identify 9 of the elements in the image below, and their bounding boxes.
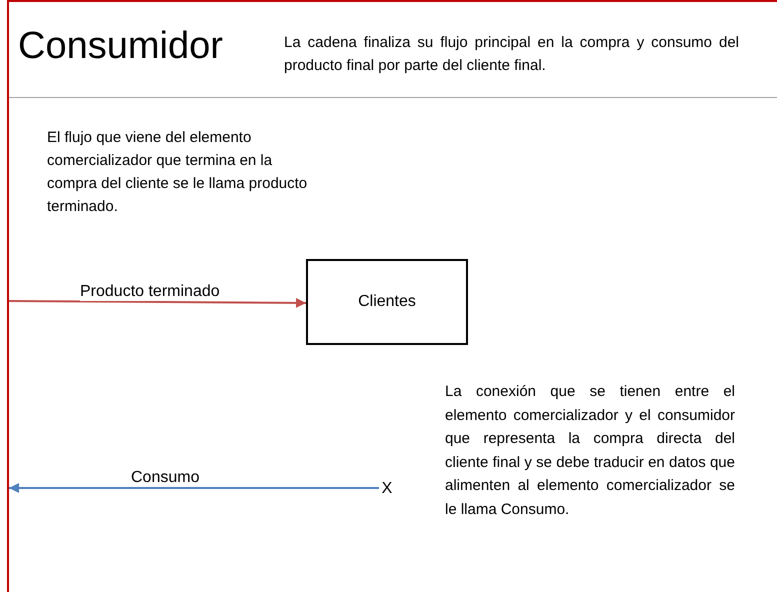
note-text: La conexión que se tienen entre el elemento comercializador y el consumidor que representa la compra directa del cliente final y se debe traducir en datos que alimenten al elemento comercializador se le llama Consumo. bbox=[445, 382, 735, 520]
title: Consumidor bbox=[18, 24, 223, 69]
end-mark: X bbox=[379, 478, 395, 500]
arrow bbox=[9, 483, 379, 493]
arrow bbox=[9, 298, 306, 308]
intro-text: La cadena finaliza su flujo principal en la compra y consumo del producto final por parte del cliente final. bbox=[284, 33, 739, 76]
edge-label: Producto terminado bbox=[80, 282, 220, 301]
process-box: Clientes bbox=[306, 259, 468, 345]
note-text: El flujo que viene del elemento comercializador que termina en la compra del cliente se le llama producto terminado. bbox=[47, 128, 308, 217]
